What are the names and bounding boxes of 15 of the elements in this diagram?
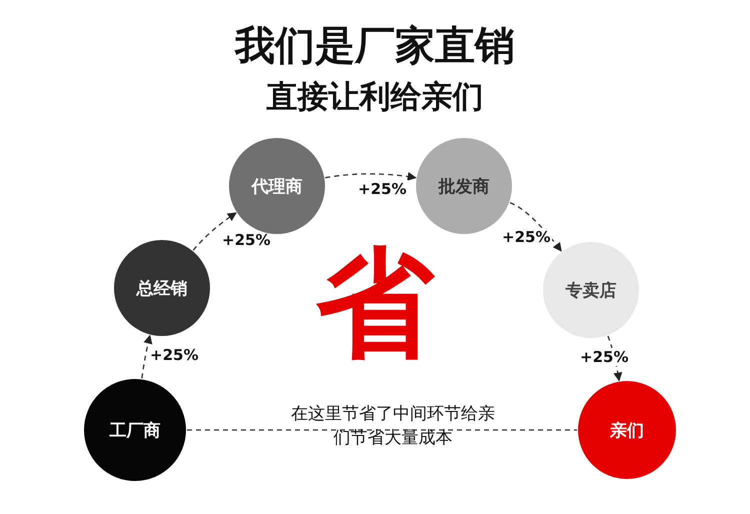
edge-label: 在这里节省了中间环节给亲们节省大量成本 [290,403,496,450]
channel-circle: 亲们 [578,381,676,479]
arrow [192,212,237,251]
arrow [510,202,562,252]
channel-circle: 代理商 [229,138,325,234]
connector-line [187,429,577,431]
channel-circle: 总经销 [114,240,210,336]
channel-circle: 专卖店 [543,242,639,338]
channel-circle: 工厂商 [84,379,186,481]
big-character: 省 [315,238,436,368]
arrow [141,334,152,379]
subtitle: 直接让利给亲们 [266,78,484,116]
channel-circle: 批发商 [416,138,512,234]
arrow [325,172,417,181]
title: 我们是厂家直销 [234,22,516,70]
